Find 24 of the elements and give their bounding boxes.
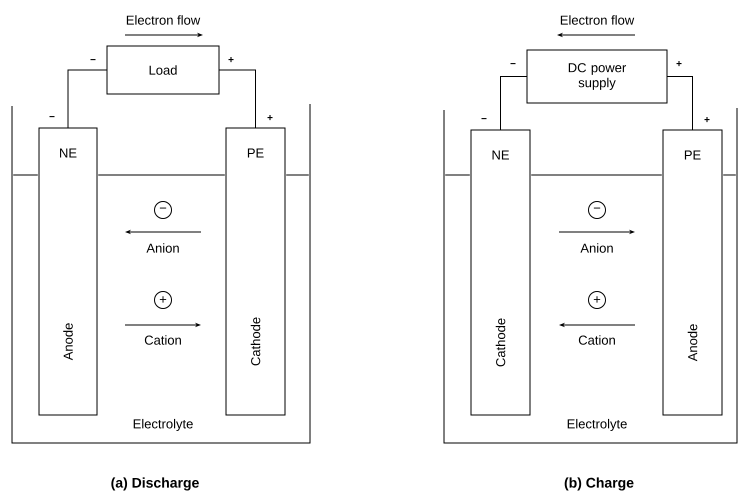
- polarity-sign: −: [482, 118, 486, 120]
- text: Cation: [144, 335, 181, 345]
- text: Anion: [146, 243, 179, 253]
- electrode: NE Anode: [38, 127, 98, 416]
- text: Anion: [580, 243, 613, 253]
- electrode: PE Anode: [662, 129, 722, 416]
- caption: (b) Charge: [564, 477, 634, 491]
- power-supply-box: DC power supply: [526, 50, 668, 104]
- electrode: NE Cathode: [470, 129, 530, 416]
- load-box: Load: [106, 45, 220, 94]
- electrode: PE Cathode: [226, 127, 286, 416]
- polarity-sign: −: [90, 59, 96, 60]
- wire: [219, 70, 256, 128]
- text: Cation: [578, 335, 615, 345]
- wire: [667, 76, 693, 130]
- polarity-sign: −: [50, 116, 55, 118]
- polarity-sign: +: [228, 57, 234, 62]
- wire: [500, 76, 527, 130]
- wire: [68, 70, 107, 128]
- text: Electron flow: [560, 15, 634, 25]
- text: Electron flow: [126, 15, 200, 25]
- caption: (a) Discharge: [111, 477, 199, 491]
- polarity-sign: +: [676, 61, 682, 66]
- polarity-sign: −: [510, 63, 516, 64]
